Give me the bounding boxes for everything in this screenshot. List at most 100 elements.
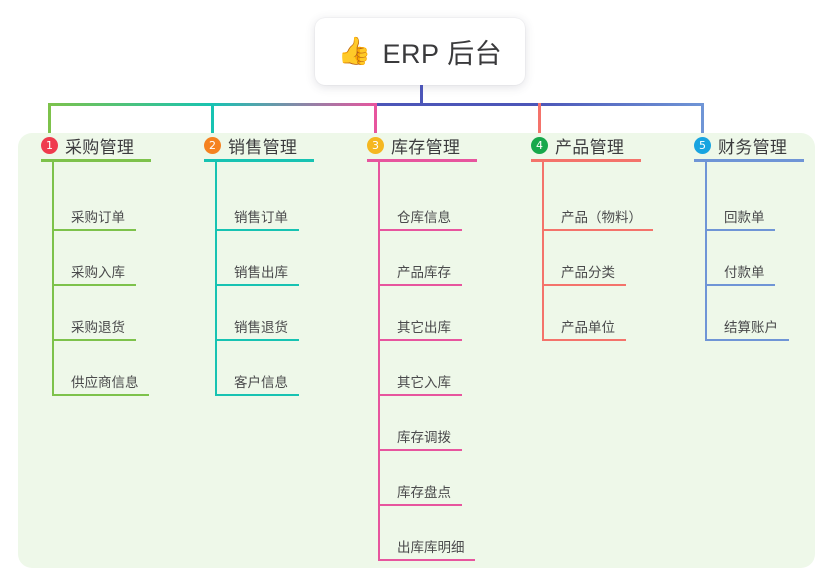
branch-item-rule [378, 284, 462, 286]
branch-item-rule [52, 229, 136, 231]
branch-item-label: 产品单位 [561, 320, 615, 335]
drop-line-5 [701, 103, 704, 161]
branch-item[interactable]: 仓库信息 [378, 195, 462, 231]
branch-item-rule [378, 394, 462, 396]
column-badge-1: 1 [41, 137, 58, 154]
branch-item[interactable]: 产品库存 [378, 250, 462, 286]
column-trunk-2 [215, 161, 217, 396]
branch-item[interactable]: 产品分类 [542, 250, 626, 286]
root-stem-line [420, 85, 423, 103]
branch-item[interactable]: 产品（物料） [542, 195, 653, 231]
root-title: ERP 后台 [382, 39, 503, 69]
branch-item-label: 供应商信息 [71, 375, 139, 390]
branch-item-rule [52, 284, 136, 286]
branch-item[interactable]: 其它入库 [378, 360, 462, 396]
branch-item[interactable]: 出库库明细 [378, 525, 476, 561]
branch-item-rule [378, 339, 462, 341]
column-rule-4 [531, 159, 641, 162]
bus-segment-3 [374, 103, 541, 106]
branch-item-label: 回款单 [724, 210, 765, 225]
column-title-4: 产品管理 [555, 138, 625, 157]
branch-item-rule [215, 339, 299, 341]
branch-item[interactable]: 采购入库 [52, 250, 136, 286]
branch-item[interactable]: 销售出库 [215, 250, 299, 286]
branch-item[interactable]: 采购退货 [52, 305, 136, 341]
branch-item-label: 产品库存 [397, 265, 451, 280]
branch-item-label: 其它入库 [397, 375, 451, 390]
branch-item-rule [378, 449, 462, 451]
branch-item[interactable]: 付款单 [705, 250, 776, 286]
column-title-2: 销售管理 [228, 138, 298, 157]
column-title-5: 财务管理 [718, 138, 788, 157]
drop-line-1 [48, 103, 51, 161]
branch-item-rule [705, 284, 776, 286]
branch-item[interactable]: 其它出库 [378, 305, 462, 341]
drop-line-4 [538, 103, 541, 161]
column-trunk-5 [705, 161, 707, 341]
root-node[interactable]: 👍 ERP 后台 [315, 18, 525, 85]
branch-item-label: 付款单 [724, 265, 765, 280]
branch-item[interactable]: 销售订单 [215, 195, 299, 231]
branch-item[interactable]: 库存盘点 [378, 470, 462, 506]
branch-item-rule [542, 229, 653, 231]
branch-item-rule [378, 504, 462, 506]
column-trunk-4 [542, 161, 544, 341]
column-badge-2: 2 [204, 137, 221, 154]
drop-line-2 [211, 103, 214, 161]
column-badge-5: 5 [694, 137, 711, 154]
branch-item-label: 出库库明细 [397, 540, 465, 555]
branch-item[interactable]: 产品单位 [542, 305, 626, 341]
branch-item-rule [378, 559, 476, 561]
column-badge-4: 4 [531, 137, 548, 154]
column-header-1[interactable]: 1 采购管理 [41, 133, 134, 158]
branch-item-rule [378, 229, 462, 231]
branch-item-label: 采购订单 [71, 210, 125, 225]
branch-item[interactable]: 结算账户 [705, 305, 789, 341]
branch-item-label: 结算账户 [724, 320, 778, 335]
column-trunk-1 [52, 161, 54, 396]
branch-item-rule [542, 339, 626, 341]
column-rule-3 [367, 159, 477, 162]
branch-item-label: 库存调拨 [397, 430, 451, 445]
branch-item-rule [542, 284, 626, 286]
column-rule-1 [41, 159, 151, 162]
column-title-3: 库存管理 [391, 138, 461, 157]
bus-segment-4 [538, 103, 704, 106]
branch-item-label: 客户信息 [234, 375, 288, 390]
root-node-content: 👍 ERP 后台 [338, 32, 502, 71]
branch-item-label: 销售退货 [234, 320, 288, 335]
branch-item[interactable]: 库存调拨 [378, 415, 462, 451]
branch-item[interactable]: 采购订单 [52, 195, 136, 231]
column-header-4[interactable]: 4 产品管理 [531, 133, 624, 158]
column-header-5[interactable]: 5 财务管理 [694, 133, 787, 158]
branch-item-label: 其它出库 [397, 320, 451, 335]
column-header-3[interactable]: 3 库存管理 [367, 133, 460, 158]
branch-item-label: 库存盘点 [397, 485, 451, 500]
column-trunk-3 [378, 161, 380, 561]
branch-item-rule [215, 229, 299, 231]
branch-item[interactable]: 客户信息 [215, 360, 299, 396]
branch-item-label: 产品（物料） [561, 210, 642, 225]
column-badge-3: 3 [367, 137, 384, 154]
branches-panel: 1 采购管理采购订单采购入库采购退货供应商信息 2 销售管理销售订单销售出库销售退货客… [18, 133, 815, 568]
branch-item-label: 销售出库 [234, 265, 288, 280]
branch-item-rule [52, 394, 150, 396]
column-header-2[interactable]: 2 销售管理 [204, 133, 297, 158]
branch-item-rule [52, 339, 136, 341]
branch-item[interactable]: 回款单 [705, 195, 776, 231]
bus-segment-1 [48, 103, 214, 106]
drop-line-3 [374, 103, 377, 161]
branch-item-rule [215, 284, 299, 286]
branch-item[interactable]: 供应商信息 [52, 360, 150, 396]
branch-item-label: 采购退货 [71, 320, 125, 335]
column-rule-5 [694, 159, 804, 162]
branch-item-label: 产品分类 [561, 265, 615, 280]
branch-item[interactable]: 销售退货 [215, 305, 299, 341]
column-title-1: 采购管理 [65, 138, 135, 157]
branch-item-label: 销售订单 [234, 210, 288, 225]
bus-segment-2 [211, 103, 377, 106]
branch-item-rule [705, 229, 776, 231]
branch-item-rule [705, 339, 789, 341]
thumbs-up-icon: 👍 [337, 36, 372, 67]
